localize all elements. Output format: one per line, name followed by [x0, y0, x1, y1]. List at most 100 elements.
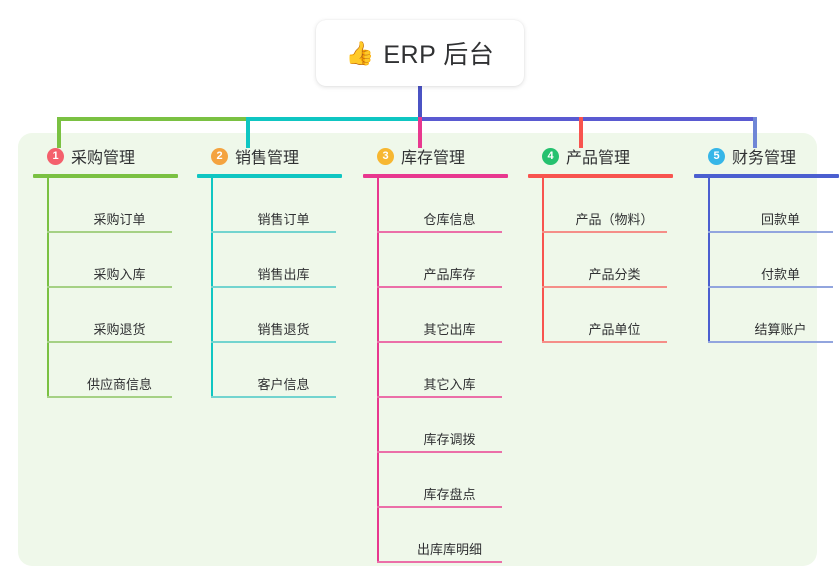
branch-item-underline	[47, 396, 172, 398]
branch-item-label: 产品单位	[588, 322, 641, 337]
branch-item-label: 仓库信息	[423, 212, 476, 227]
branch-item-underline	[47, 231, 172, 233]
branch-header-2[interactable]: 2 销售管理	[197, 143, 357, 169]
branch-item[interactable]: 销售退货	[211, 288, 336, 343]
root-title: ERP 后台	[383, 41, 495, 69]
branch-item-underline	[377, 341, 502, 343]
branch-item-underline	[47, 341, 172, 343]
branch-spine	[708, 178, 710, 343]
branch-item-label: 产品库存	[423, 267, 476, 282]
branch-item-underline	[377, 561, 502, 563]
branch-item-label: 产品分类	[588, 267, 641, 282]
branch-item[interactable]: 付款单	[708, 233, 833, 288]
branch-item-underline	[211, 341, 336, 343]
branch-title: 库存管理	[401, 150, 466, 167]
branch-item-label: 销售退货	[257, 322, 310, 337]
branch-column-4: 4 产品管理产品（物料） 产品分类产品单位	[528, 143, 688, 343]
branch-item[interactable]: 产品单位	[542, 288, 667, 343]
branch-spine	[377, 178, 379, 563]
branch-column-1: 1 采购管理采购订单采购入库采购退货供应商信息	[33, 143, 193, 398]
branch-item-underline	[377, 506, 502, 508]
branch-item-underline	[542, 286, 667, 288]
branch-item-underline	[211, 286, 336, 288]
branch-item-label: 其它出库	[423, 322, 476, 337]
branch-title: 产品管理	[566, 150, 631, 167]
branch-column-5: 5 财务管理回款单付款单结算账户	[694, 143, 839, 343]
branch-item-underline	[542, 341, 667, 343]
branch-item[interactable]: 仓库信息	[377, 178, 502, 233]
thumbs-up-icon: 👍	[345, 39, 375, 66]
branch-item-label: 付款单	[760, 267, 800, 282]
branch-item-label: 其它入库	[423, 377, 476, 392]
branch-number-badge: 2	[211, 147, 228, 165]
branch-item[interactable]: 产品（物料）	[542, 178, 667, 233]
branch-spine	[47, 178, 49, 398]
branch-number-badge: 5	[708, 147, 725, 165]
branch-column-2: 2 销售管理销售订单销售出库销售退货客户信息	[197, 143, 357, 398]
branch-title: 销售管理	[235, 150, 300, 167]
branch-item[interactable]: 销售出库	[211, 233, 336, 288]
branch-item[interactable]: 采购入库	[47, 233, 172, 288]
branch-item-list: 回款单付款单结算账户	[694, 178, 839, 343]
branch-item-label: 产品（物料）	[575, 212, 654, 227]
branch-item-list: 采购订单采购入库采购退货供应商信息	[33, 178, 193, 398]
branch-item-underline	[708, 286, 833, 288]
root-node[interactable]: 👍 ERP 后台	[316, 20, 524, 86]
branch-item-label: 采购订单	[93, 212, 146, 227]
branch-item-label: 销售订单	[257, 212, 310, 227]
branch-item-list: 产品（物料） 产品分类产品单位	[528, 178, 688, 343]
branch-item[interactable]: 结算账户	[708, 288, 833, 343]
branch-item-label: 销售出库	[257, 267, 310, 282]
branch-item[interactable]: 客户信息	[211, 343, 336, 398]
diagram-panel	[18, 133, 817, 566]
branch-item-underline	[211, 396, 336, 398]
branch-item[interactable]: 库存盘点	[377, 453, 502, 508]
branch-item-underline	[47, 286, 172, 288]
branch-item[interactable]: 产品库存	[377, 233, 502, 288]
branch-item-label: 出库库明细	[416, 542, 482, 557]
branch-item[interactable]: 出库库明细	[377, 508, 502, 563]
branch-item-underline	[377, 451, 502, 453]
branch-item[interactable]: 其它入库	[377, 343, 502, 398]
branch-underline	[528, 174, 673, 178]
branch-item[interactable]: 供应商信息	[47, 343, 172, 398]
branch-item[interactable]: 库存调拨	[377, 398, 502, 453]
branch-header-1[interactable]: 1 采购管理	[33, 143, 193, 169]
branch-item-underline	[377, 396, 502, 398]
branch-item[interactable]: 回款单	[708, 178, 833, 233]
branch-item-label: 客户信息	[257, 377, 310, 392]
branch-item[interactable]: 产品分类	[542, 233, 667, 288]
branch-item[interactable]: 销售订单	[211, 178, 336, 233]
branch-underline	[694, 174, 839, 178]
branch-item[interactable]: 采购退货	[47, 288, 172, 343]
branch-item-list: 销售订单销售出库销售退货客户信息	[197, 178, 357, 398]
branch-title: 采购管理	[71, 150, 136, 167]
branch-underline	[33, 174, 178, 178]
branch-item-label: 库存调拨	[423, 432, 476, 447]
branch-underline	[197, 174, 342, 178]
branch-underline	[363, 174, 508, 178]
branch-item-list: 仓库信息产品库存其它出库其它入库库存调拨库存盘点出库库明细	[363, 178, 523, 563]
branch-number-badge: 1	[47, 147, 64, 165]
branch-item-underline	[708, 341, 833, 343]
branch-header-4[interactable]: 4 产品管理	[528, 143, 688, 169]
branch-title: 财务管理	[732, 150, 797, 167]
branch-spine	[211, 178, 213, 398]
branch-item[interactable]: 其它出库	[377, 288, 502, 343]
branch-item-label: 采购退货	[93, 322, 146, 337]
branch-item[interactable]: 采购订单	[47, 178, 172, 233]
branch-item-label: 采购入库	[93, 267, 146, 282]
branch-spine	[542, 178, 544, 343]
branch-item-underline	[542, 231, 667, 233]
branch-item-label: 结算账户	[754, 322, 807, 337]
branch-item-label: 库存盘点	[423, 487, 476, 502]
branch-item-label: 供应商信息	[86, 377, 152, 392]
branch-item-underline	[708, 231, 833, 233]
branch-header-5[interactable]: 5 财务管理	[694, 143, 839, 169]
branch-number-badge: 4	[542, 147, 559, 165]
branch-item-underline	[377, 286, 502, 288]
branch-item-underline	[211, 231, 336, 233]
